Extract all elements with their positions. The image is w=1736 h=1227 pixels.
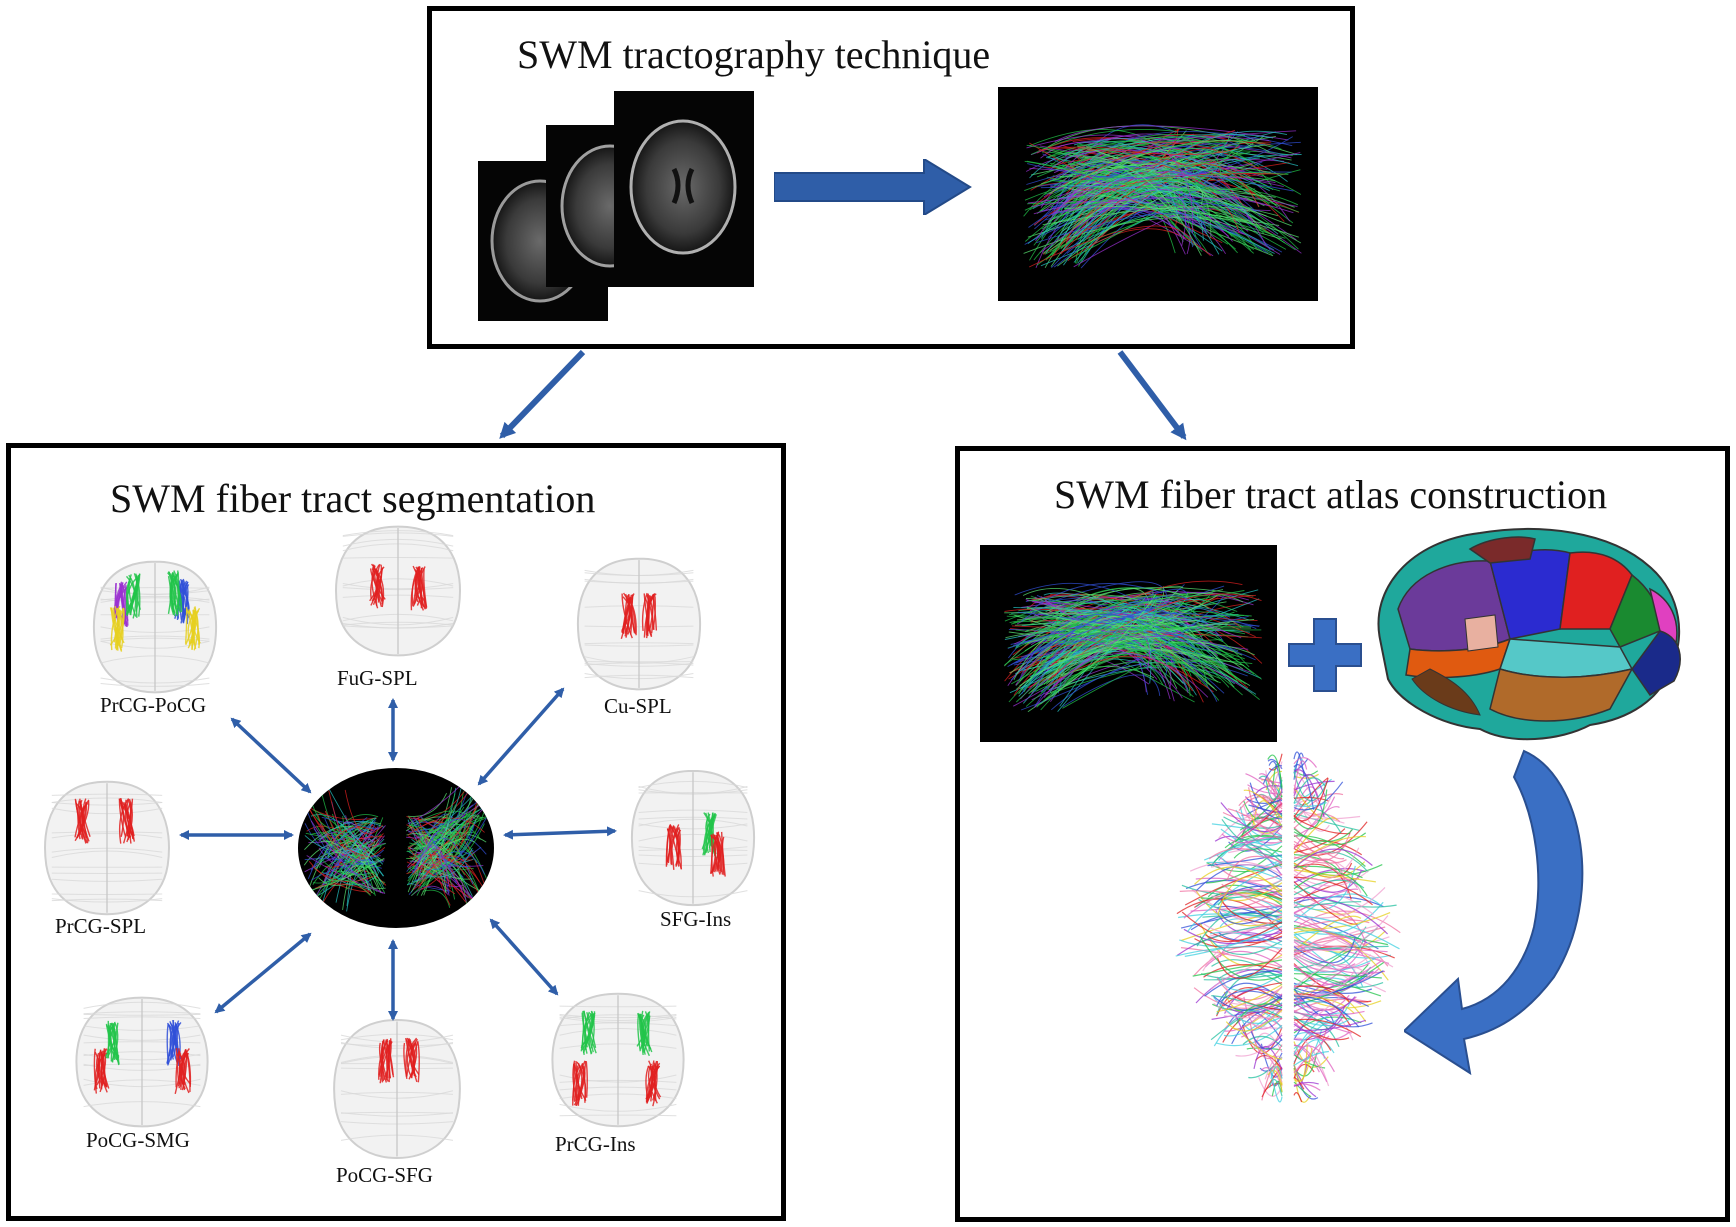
tractography-panel: SWM tractography technique — [427, 6, 1355, 349]
prcg-pocg-brain — [92, 560, 218, 694]
prcg-ins-brain — [551, 992, 685, 1128]
arrow-cu-spl — [477, 687, 565, 786]
swm-atlas-axial — [1165, 751, 1411, 1103]
plus-icon — [1288, 618, 1362, 692]
pocg-sfg-label: PoCG-SFG — [336, 1163, 433, 1187]
arrow-to-segmentation — [499, 349, 586, 439]
segmentation-panel: SWM fiber tract segmentation PrCG-PoCG F… — [6, 443, 786, 1221]
arrow-prcg-pocg — [230, 717, 312, 794]
pocg-smg-label: PoCG-SMG — [86, 1128, 190, 1152]
prcg-ins-label: PrCG-Ins — [555, 1132, 636, 1156]
prcg-pocg-label: PrCG-PoCG — [100, 693, 207, 717]
cu-spl-brain — [576, 557, 702, 691]
prcg-spl-label: PrCG-SPL — [55, 914, 147, 938]
tractography-panel-title: SWM tractography technique — [517, 32, 991, 77]
fug-spl-label: FuG-SPL — [337, 666, 418, 690]
prcg-spl-brain — [44, 780, 170, 916]
segmentation-panel-title: SWM fiber tract segmentation — [110, 476, 596, 521]
diffusion-mri-slices — [478, 91, 754, 321]
central-fiber-oval — [298, 768, 494, 928]
whole-brain-tractography — [998, 87, 1318, 301]
tractography-arrow — [774, 159, 972, 215]
cu-spl-label: Cu-SPL — [604, 694, 672, 718]
mri-slice-3 — [614, 91, 754, 287]
segmentation-arrows — [179, 687, 617, 1021]
sfg-ins-brain — [630, 769, 756, 907]
arrow-prcg-ins — [489, 918, 559, 996]
atlas-tractography — [980, 545, 1277, 742]
atlas-panel-title: SWM fiber tract atlas construction — [1054, 472, 1608, 517]
arrow-pocg-smg — [214, 932, 312, 1014]
arrow-to-atlas — [1117, 350, 1187, 441]
fug-spl-brain — [335, 525, 461, 657]
pocg-smg-brain — [75, 996, 209, 1128]
sfg-ins-label: SFG-Ins — [660, 907, 732, 931]
pocg-sfg-brain — [333, 1018, 461, 1160]
atlas-curved-arrow — [1404, 749, 1584, 1076]
cortical-parcellation-brain — [1377, 528, 1681, 741]
atlas-panel: SWM fiber tract atlas construction — [955, 446, 1730, 1222]
arrow-sfg-ins — [503, 826, 617, 840]
